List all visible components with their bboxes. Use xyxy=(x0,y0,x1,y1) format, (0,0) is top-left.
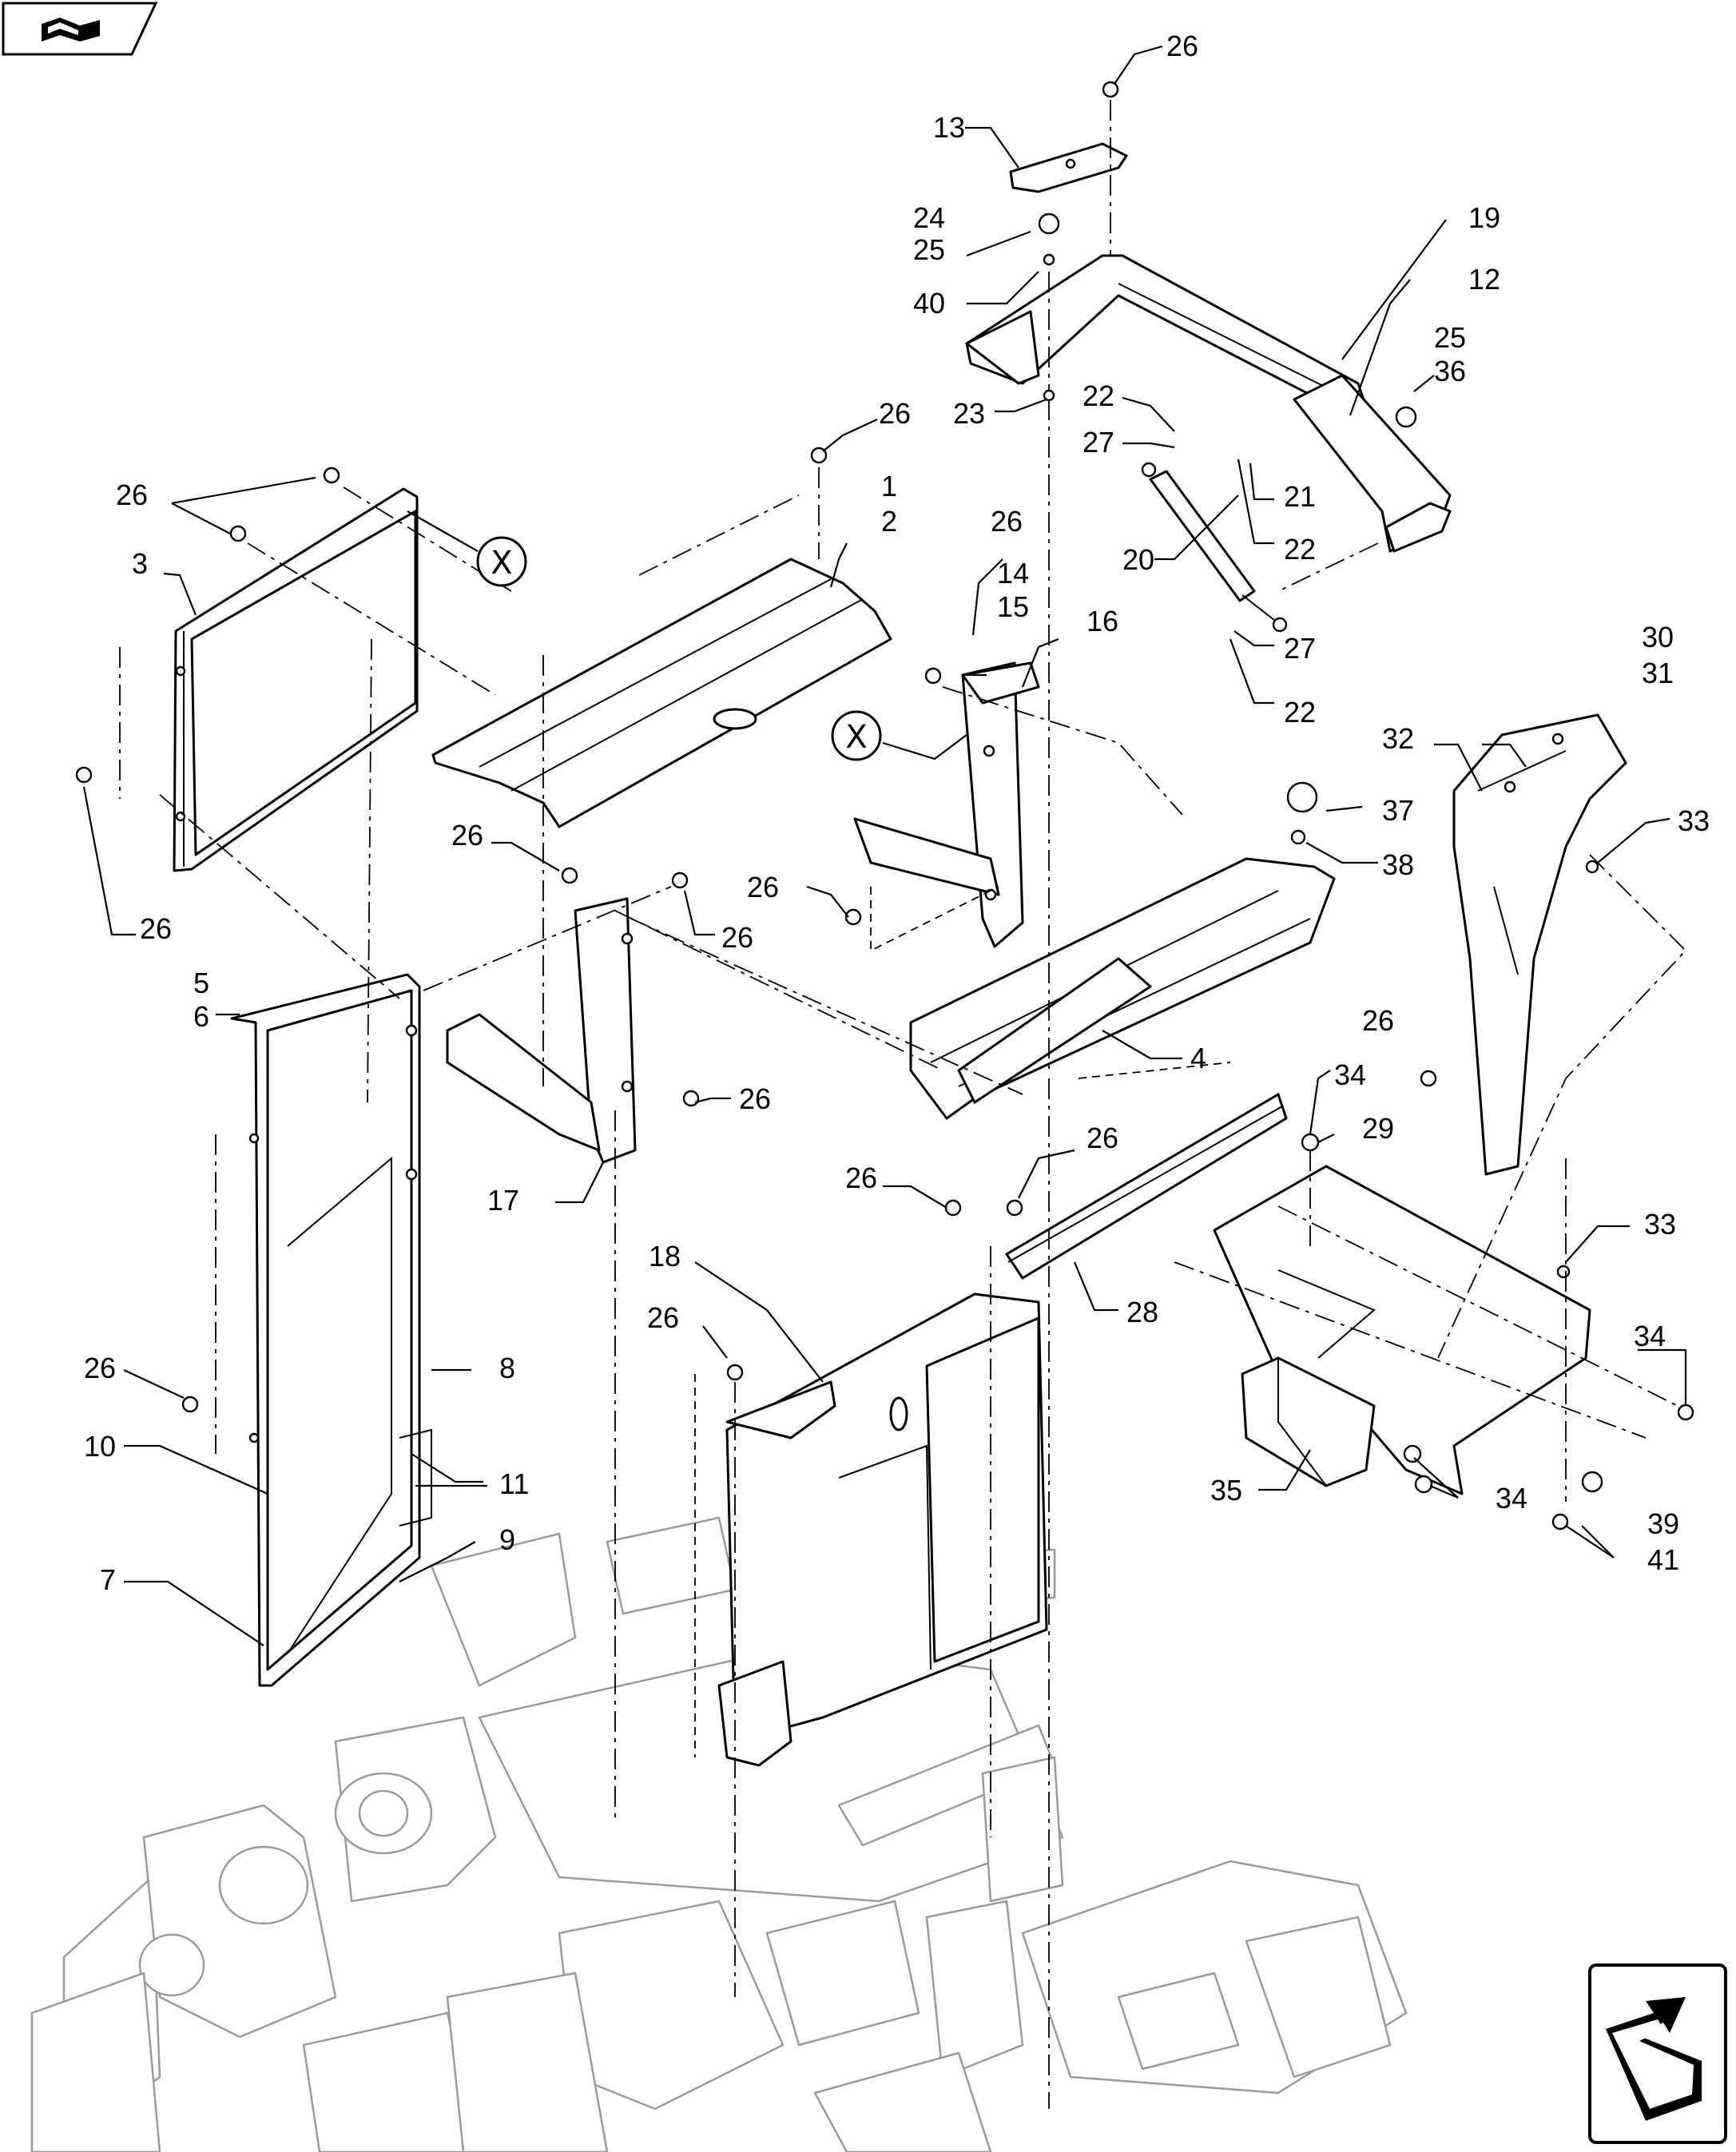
callout-30: 30 xyxy=(1642,621,1674,653)
callout-26: 26 xyxy=(747,871,779,903)
callout-2: 2 xyxy=(881,505,897,538)
callout-34: 34 xyxy=(1334,1058,1366,1091)
callout-18: 18 xyxy=(649,1240,681,1273)
part-18-front-panel xyxy=(717,1292,1048,1767)
callout-11: 11 xyxy=(499,1467,529,1500)
callout-34: 34 xyxy=(1496,1482,1527,1515)
part-5-6-side-panel xyxy=(230,973,432,1687)
callout-26: 26 xyxy=(845,1161,877,1194)
callout-8: 8 xyxy=(499,1352,515,1384)
callout-26: 26 xyxy=(140,912,172,945)
callout-10: 10 xyxy=(84,1430,116,1463)
callout-28: 28 xyxy=(1126,1296,1158,1328)
callout-40: 40 xyxy=(913,287,945,320)
callout-26: 26 xyxy=(1362,1004,1394,1037)
callout-25: 25 xyxy=(913,233,945,266)
part-30-31-32-shroud xyxy=(1452,713,1627,1176)
fasteners xyxy=(75,81,1694,1531)
callout-6: 6 xyxy=(193,1000,209,1033)
callout-21: 21 xyxy=(1284,480,1316,513)
reference-mark-x-1: X xyxy=(476,536,527,587)
callout-26: 26 xyxy=(991,505,1023,538)
callout-5: 5 xyxy=(193,967,209,999)
callout-19: 19 xyxy=(1468,201,1500,234)
part-4-cross-beam xyxy=(909,857,1336,1120)
callout-29: 29 xyxy=(1362,1112,1394,1145)
callout-25: 25 xyxy=(1434,321,1466,354)
callout-31: 31 xyxy=(1642,657,1674,689)
part-35-block xyxy=(1241,1356,1376,1487)
part-17-bracket xyxy=(446,897,637,1164)
callout-3: 3 xyxy=(132,547,148,580)
callout-32: 32 xyxy=(1382,722,1414,755)
part-13-plate xyxy=(1009,142,1128,193)
part-16-bracket xyxy=(853,661,1040,948)
assembly-centerlines xyxy=(119,100,1687,2109)
callout-7: 7 xyxy=(100,1563,116,1596)
reference-mark-x-2: X xyxy=(831,710,882,761)
callout-34: 34 xyxy=(1634,1320,1666,1352)
callout-14: 14 xyxy=(997,557,1029,590)
callout-27: 27 xyxy=(1083,426,1114,459)
callout-labels: 26 13 24 25 40 19 12 25 36 23 22 27 21 2… xyxy=(84,30,1710,1596)
callout-23: 23 xyxy=(953,397,985,430)
next-page-icon[interactable] xyxy=(1588,1963,1727,2144)
machine-frame-background xyxy=(30,1516,1408,2152)
part-28-rail xyxy=(1005,1093,1288,1280)
callout-33: 33 xyxy=(1678,804,1710,837)
callout-20: 20 xyxy=(1122,543,1154,576)
callout-12: 12 xyxy=(1468,263,1500,296)
callout-37: 37 xyxy=(1382,794,1414,827)
callout-26: 26 xyxy=(721,921,753,954)
callout-1: 1 xyxy=(881,470,897,502)
callout-4: 4 xyxy=(1190,1042,1206,1074)
callout-22: 22 xyxy=(1284,696,1316,729)
callout-9: 9 xyxy=(499,1523,515,1556)
callout-26: 26 xyxy=(647,1301,679,1334)
callout-22: 22 xyxy=(1083,379,1114,412)
callout-22: 22 xyxy=(1284,533,1316,566)
callout-38: 38 xyxy=(1382,848,1414,881)
callout-26: 26 xyxy=(1166,30,1198,62)
callout-15: 15 xyxy=(997,590,1029,623)
callout-26: 26 xyxy=(1086,1122,1118,1154)
previous-page-icon[interactable] xyxy=(2,2,158,56)
callout-16: 16 xyxy=(1086,605,1118,637)
callout-26: 26 xyxy=(739,1082,771,1115)
part-20-gas-strut xyxy=(1141,462,1288,633)
callout-33: 33 xyxy=(1644,1208,1676,1241)
callout-41: 41 xyxy=(1647,1543,1679,1576)
svg-text:X: X xyxy=(845,719,867,756)
callout-39: 39 xyxy=(1647,1507,1679,1540)
callout-26: 26 xyxy=(879,397,911,430)
callout-26: 26 xyxy=(84,1352,116,1384)
callout-13: 13 xyxy=(933,111,965,144)
part-2-top-cover xyxy=(431,558,892,828)
leader-lines xyxy=(82,45,1687,1646)
callout-17: 17 xyxy=(487,1184,519,1217)
callout-36: 36 xyxy=(1434,355,1466,387)
callout-26: 26 xyxy=(451,819,483,852)
callout-24: 24 xyxy=(913,201,945,234)
callout-35: 35 xyxy=(1210,1474,1242,1507)
callout-26: 26 xyxy=(116,478,148,511)
svg-text:X: X xyxy=(491,545,512,582)
part-3-side-panel xyxy=(173,487,419,872)
callout-27: 27 xyxy=(1284,632,1316,665)
part-12-19-top-frame xyxy=(965,254,1452,553)
